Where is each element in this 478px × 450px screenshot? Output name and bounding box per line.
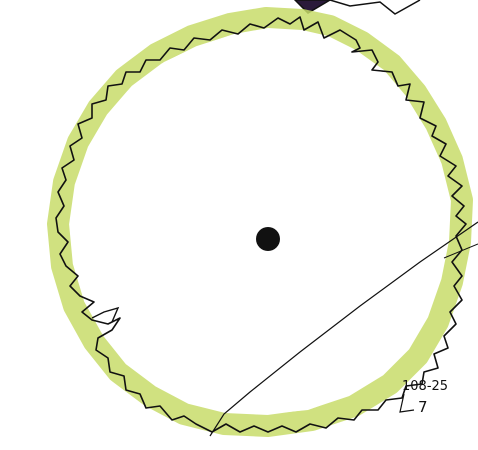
plant-code-label: 108-25: [402, 379, 448, 394]
trunk-dot: [256, 227, 280, 251]
corner-outline: [330, 0, 420, 14]
plant-symbol-label: 7: [418, 398, 428, 416]
